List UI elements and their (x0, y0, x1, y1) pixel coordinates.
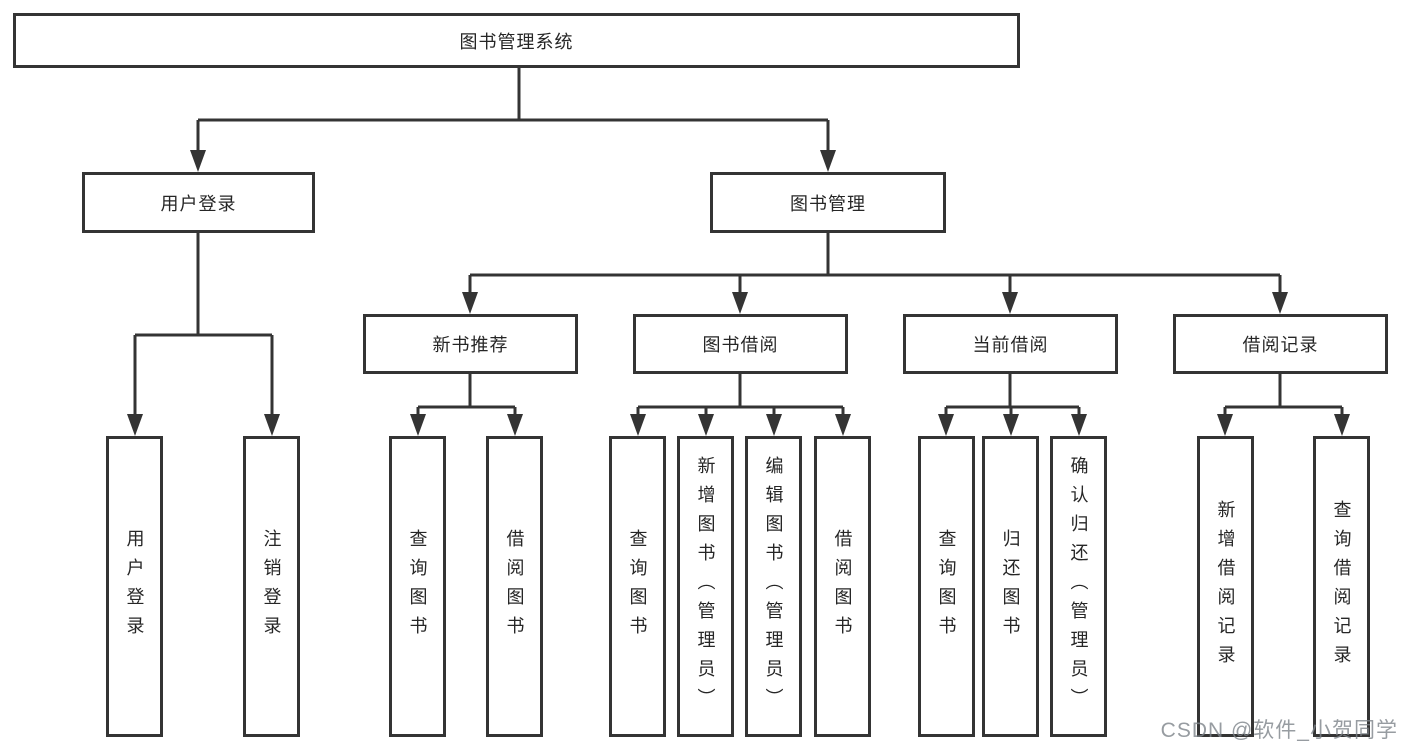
node-leaf-borrow-book: 借阅图书 (814, 436, 871, 737)
node-leaf-query-book-recommend-label: 查询图书 (407, 528, 428, 645)
node-book-management: 图书管理 (710, 172, 946, 233)
node-leaf-borrow-book-label: 借阅图书 (832, 528, 853, 645)
node-leaf-return-book: 归还图书 (982, 436, 1039, 737)
node-borrow-records: 借阅记录 (1173, 314, 1388, 374)
node-leaf-edit-book-admin-label: 编辑图书（管理员） (763, 456, 784, 717)
node-leaf-add-borrow-record-label: 新增借阅记录 (1215, 499, 1236, 674)
node-leaf-logout-label: 注销登录 (261, 528, 282, 645)
node-leaf-edit-book-admin: 编辑图书（管理员） (745, 436, 802, 737)
node-leaf-confirm-return-admin-label: 确认归还（管理员） (1068, 456, 1089, 717)
node-leaf-query-book-borrow: 查询图书 (609, 436, 666, 737)
node-leaf-add-borrow-record: 新增借阅记录 (1197, 436, 1254, 737)
arrowheads (127, 150, 1350, 436)
csdn-watermark: CSDN @软件_小贺同学 (1160, 719, 1398, 742)
node-root-system: 图书管理系统 (13, 13, 1020, 68)
node-leaf-query-book-recommend: 查询图书 (389, 436, 446, 737)
node-current-borrow: 当前借阅 (903, 314, 1118, 374)
node-leaf-logout: 注销登录 (243, 436, 300, 737)
node-leaf-add-book-admin: 新增图书（管理员） (677, 436, 734, 737)
node-leaf-add-book-admin-label: 新增图书（管理员） (695, 456, 716, 717)
node-leaf-borrow-book-recommend: 借阅图书 (486, 436, 543, 737)
node-leaf-query-book-current-label: 查询图书 (936, 528, 957, 645)
node-new-book-recommend: 新书推荐 (363, 314, 578, 374)
node-book-borrow: 图书借阅 (633, 314, 848, 374)
node-leaf-user-login-label: 用户登录 (124, 528, 145, 645)
node-leaf-return-book-label: 归还图书 (1000, 528, 1021, 645)
node-leaf-user-login: 用户登录 (106, 436, 163, 737)
node-leaf-query-borrow-record: 查询借阅记录 (1313, 436, 1370, 737)
node-leaf-query-borrow-record-label: 查询借阅记录 (1331, 499, 1352, 674)
node-leaf-query-book-current: 查询图书 (918, 436, 975, 737)
node-user-login: 用户登录 (82, 172, 315, 233)
node-leaf-borrow-book-recommend-label: 借阅图书 (504, 528, 525, 645)
node-leaf-confirm-return-admin: 确认归还（管理员） (1050, 436, 1107, 737)
node-leaf-query-book-borrow-label: 查询图书 (627, 528, 648, 645)
